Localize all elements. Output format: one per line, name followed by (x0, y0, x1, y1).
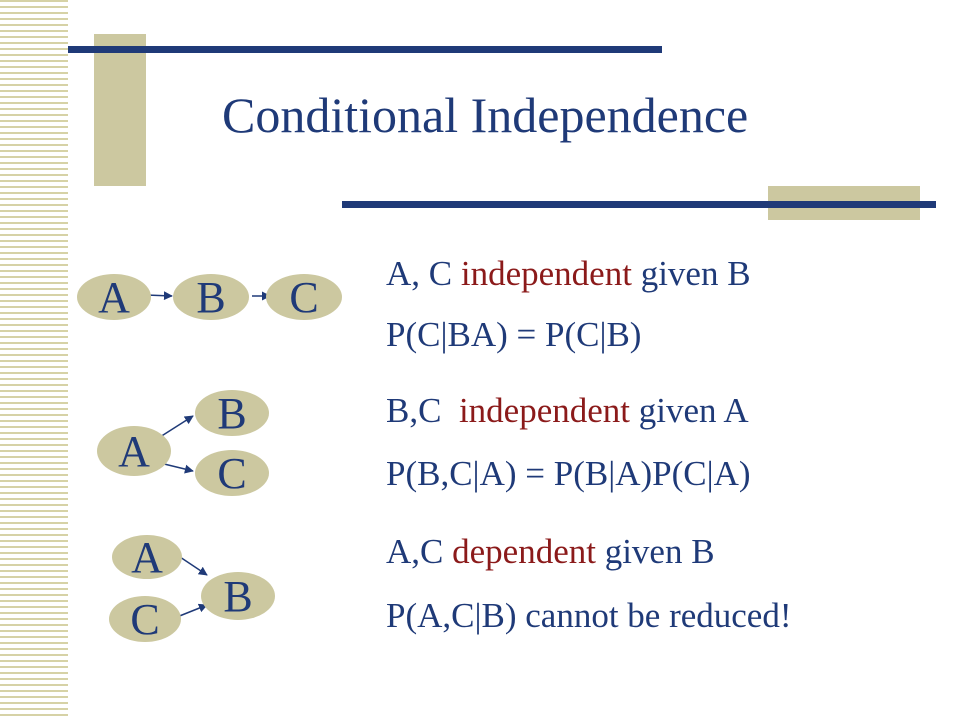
svg-text:A: A (118, 427, 150, 476)
statement-3: A,C dependent given B (386, 532, 715, 572)
top-rule (68, 46, 662, 53)
node-a: A (112, 533, 182, 582)
graph-fork: A B C (97, 389, 269, 498)
edge-a-b (176, 554, 208, 576)
slide-title: Conditional Independence (222, 87, 749, 143)
bottom-rule (342, 201, 936, 208)
node-b: B (173, 273, 249, 322)
statement-2: B,C independent given A (386, 391, 749, 431)
svg-text:B: B (196, 273, 225, 322)
statement-1: A, C independent given B (386, 254, 751, 294)
statement-2-post: given A (630, 391, 749, 430)
accent-block-left (94, 34, 146, 186)
statement-2-pre: B,C (386, 391, 459, 430)
svg-text:C: C (217, 449, 246, 498)
node-a: A (77, 273, 151, 322)
svg-text:B: B (223, 572, 252, 621)
graph-collider: A C B (109, 533, 275, 644)
statement-1-pre: A, C (386, 254, 461, 293)
node-c: C (266, 273, 342, 322)
statement-3-highlight: dependent (452, 532, 596, 571)
statement-1-highlight: independent (460, 254, 632, 293)
node-a: A (97, 426, 171, 476)
formula-2: P(B,C|A) = P(B|A)P(C|A) (386, 454, 751, 493)
node-c: C (109, 595, 181, 644)
edge-c-b (176, 603, 208, 618)
edge-a-c (159, 462, 194, 474)
svg-text:C: C (289, 273, 318, 322)
formula-1: P(C|BA) = P(C|B) (386, 315, 642, 354)
edge-a-b (159, 415, 194, 438)
svg-text:B: B (217, 389, 246, 438)
statement-3-post: given B (595, 532, 715, 571)
node-b: B (195, 389, 269, 438)
statement-1-post: given B (631, 254, 751, 293)
statement-3-pre: A,C (386, 532, 453, 571)
svg-text:A: A (98, 273, 130, 322)
node-c: C (195, 449, 269, 498)
graph-chain: A B C (77, 273, 342, 322)
svg-text:C: C (130, 595, 159, 644)
node-b: B (201, 572, 275, 621)
left-stripe-decoration (0, 0, 68, 720)
svg-text:A: A (131, 533, 163, 582)
formula-3: P(A,C|B) cannot be reduced! (386, 596, 792, 635)
statement-2-highlight: independent (458, 391, 631, 430)
